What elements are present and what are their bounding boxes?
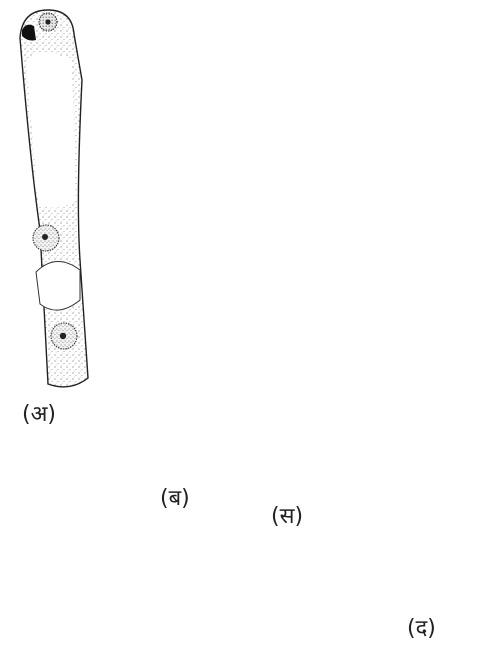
panel-d-label: (द) xyxy=(407,612,436,642)
panel-c-label: (स) xyxy=(271,500,303,530)
panel-a-embryo-sac xyxy=(20,10,88,387)
panel-a-label: (अ) xyxy=(22,398,56,428)
panel-b-label: (ब) xyxy=(160,482,190,512)
